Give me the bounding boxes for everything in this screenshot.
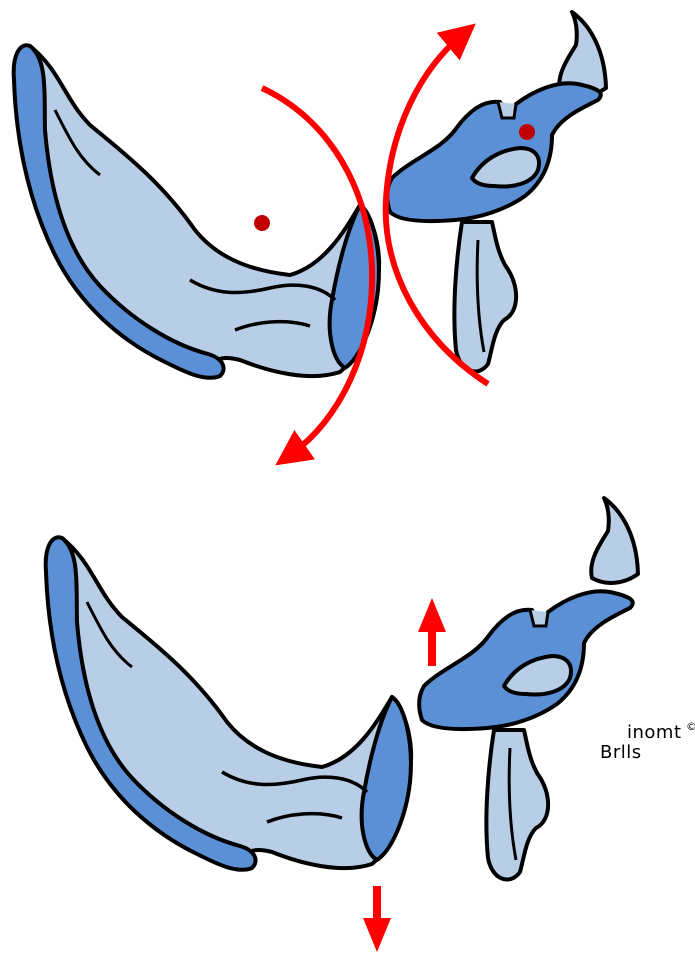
right-bone-bottom: [419, 498, 638, 880]
right-bone-bottom-wing: [591, 498, 638, 583]
logo-bottom-text: Brlls: [600, 742, 642, 763]
left-bone-bottom-light: [49, 538, 411, 868]
right-bone-bottom-notch: [530, 610, 548, 626]
bottom-panel: [46, 498, 638, 952]
right-bone-top-body: [387, 83, 601, 221]
right-bone-bottom-stem: [486, 730, 548, 880]
arrow-up: [418, 598, 446, 666]
arrow-down: [363, 886, 391, 952]
left-bone-top-light: [17, 46, 379, 376]
right-bone-top-notch: [498, 102, 516, 118]
right-bone-bottom-body: [419, 591, 633, 729]
left-bone-bottom: [46, 537, 411, 870]
top-panel: [14, 12, 606, 455]
left-bone-top: [14, 45, 379, 378]
pivot-dot-right: [519, 124, 535, 140]
left-bone-bottom-right-tip-dark: [362, 697, 411, 860]
logo-top-text: inomt: [627, 722, 682, 743]
right-bone-top-stem: [454, 222, 516, 372]
logo: inomt Brlls ©: [600, 722, 692, 772]
logo-copyright: ©: [686, 720, 695, 733]
pivot-dot-left: [254, 215, 270, 231]
